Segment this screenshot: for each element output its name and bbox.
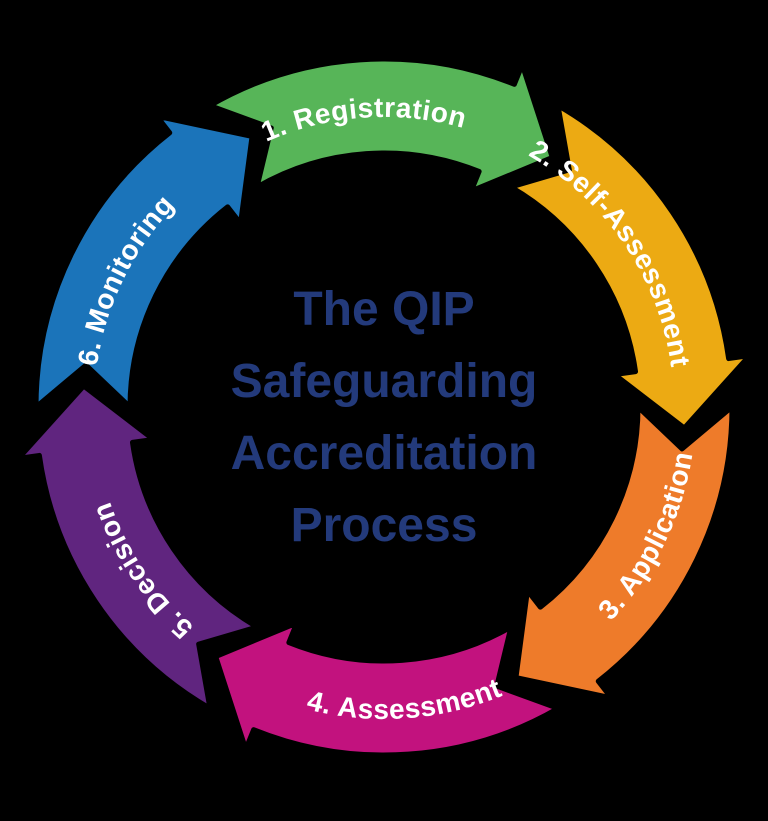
arrow-4-assessment [213, 620, 561, 758]
arrow-3-application [513, 404, 735, 701]
arrow-5-decision [16, 383, 260, 711]
arrow-1-registration [207, 56, 555, 194]
arrow-2-self-assessment [508, 103, 752, 431]
arrow-6-monitoring [33, 113, 255, 410]
